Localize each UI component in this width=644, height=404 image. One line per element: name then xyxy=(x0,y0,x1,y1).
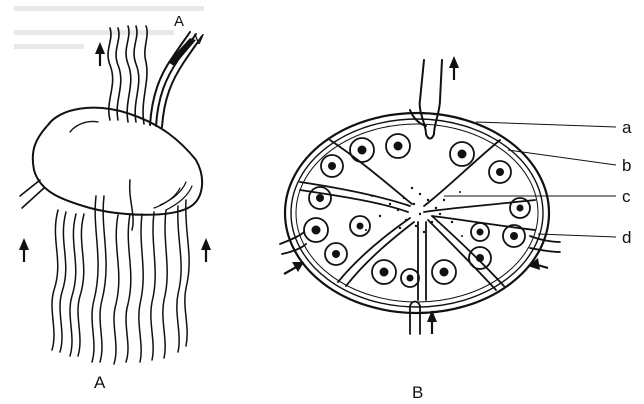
efferent-arrow-up-b xyxy=(449,56,459,80)
leader-lines xyxy=(444,122,616,237)
label-b: b xyxy=(622,156,631,175)
medulla-stipple xyxy=(365,187,463,237)
afferent-arrow-right xyxy=(201,238,211,262)
panel-b-drawing xyxy=(280,56,616,334)
afferent-arrow-left xyxy=(19,238,29,262)
vein-label: V xyxy=(194,31,204,48)
afferent-arrow-left-b xyxy=(284,262,304,274)
label-d: d xyxy=(622,228,631,247)
panel-a-caption: A xyxy=(94,373,106,392)
label-a: a xyxy=(622,118,632,137)
efferent-arrow-up xyxy=(95,42,105,66)
panel-b-caption: B xyxy=(412,383,423,402)
panel-a-drawing xyxy=(19,26,211,364)
artery-label: A xyxy=(174,13,184,30)
follicles xyxy=(304,134,530,287)
label-c: c xyxy=(622,187,631,206)
afferent-arrow-right-b xyxy=(528,258,548,270)
